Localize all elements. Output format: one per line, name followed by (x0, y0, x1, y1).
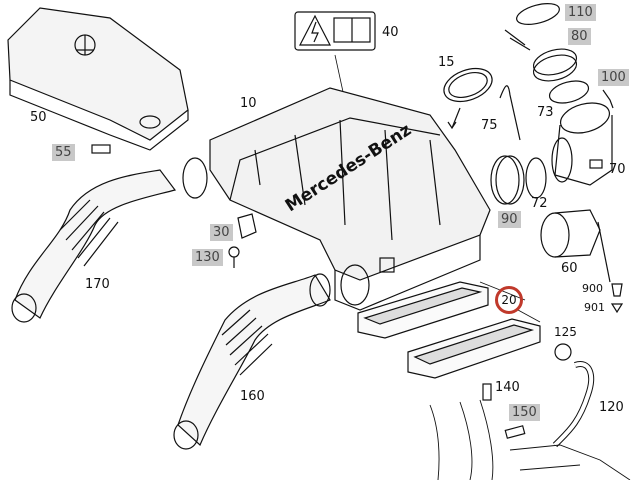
part-label-90[interactable]: 90 (498, 211, 521, 228)
mass-air-flow-sensor-part-60[interactable] (540, 209, 611, 283)
part-label-130[interactable]: 130 (192, 249, 223, 266)
engine-block-fragment (429, 399, 631, 480)
part-label-110[interactable]: 110 (565, 4, 596, 21)
sleeve-part-140[interactable] (482, 383, 492, 401)
seal-ring-part-15[interactable] (439, 62, 496, 130)
air-filter-housing-part-10[interactable] (182, 87, 491, 311)
part-label-125[interactable]: 125 (554, 325, 577, 339)
part-label-50[interactable]: 50 (30, 110, 47, 125)
throttle-body-part-70[interactable] (551, 98, 613, 186)
engine-cover-part-50[interactable] (7, 7, 189, 151)
part-label-55[interactable]: 55 (52, 144, 75, 161)
part-label-60[interactable]: 60 (561, 261, 578, 276)
part-label-20-selected[interactable]: 20 (495, 286, 523, 314)
seal-part-73[interactable] (547, 77, 591, 107)
bracket-part-30[interactable] (237, 213, 257, 239)
part-label-72[interactable]: 72 (531, 196, 548, 211)
clamp-part-125[interactable] (554, 343, 572, 361)
connector-part-900[interactable] (611, 283, 623, 297)
part-label-75[interactable]: 75 (481, 118, 498, 133)
part-label-160[interactable]: 160 (240, 389, 265, 404)
part-label-73[interactable]: 73 (537, 105, 554, 120)
part-label-901[interactable]: 901 (584, 301, 605, 314)
part-label-10[interactable]: 10 (240, 96, 257, 111)
part-label-170[interactable]: 170 (85, 277, 110, 292)
ring-part-80[interactable] (531, 45, 580, 86)
intake-hose-part-160[interactable] (173, 273, 331, 450)
part-label-40[interactable]: 40 (382, 25, 399, 40)
plug-part-901[interactable] (610, 303, 624, 314)
clamp-part-110[interactable] (504, 0, 562, 51)
part-label-70[interactable]: 70 (609, 162, 626, 177)
ring-part-90[interactable] (490, 155, 525, 205)
part-label-140[interactable]: 140 (495, 380, 520, 395)
clip-part-100[interactable] (602, 89, 614, 109)
bolt-part-150[interactable] (504, 425, 526, 439)
ring-part-72[interactable] (525, 157, 547, 199)
part-label-100[interactable]: 100 (598, 69, 629, 86)
part-label-120[interactable]: 120 (599, 400, 624, 415)
intake-hose-part-170[interactable] (11, 169, 177, 323)
part-label-150[interactable]: 150 (509, 404, 540, 421)
grommet-part-130[interactable] (228, 246, 240, 268)
air-filter-element-part-20[interactable] (357, 281, 541, 379)
clip-part-55[interactable] (91, 144, 111, 154)
part-label-30[interactable]: 30 (210, 224, 233, 241)
part-label-900[interactable]: 900 (582, 282, 603, 295)
wire-part-75[interactable] (499, 85, 521, 141)
part-label-80[interactable]: 80 (568, 28, 591, 45)
part-label-15[interactable]: 15 (438, 55, 455, 70)
